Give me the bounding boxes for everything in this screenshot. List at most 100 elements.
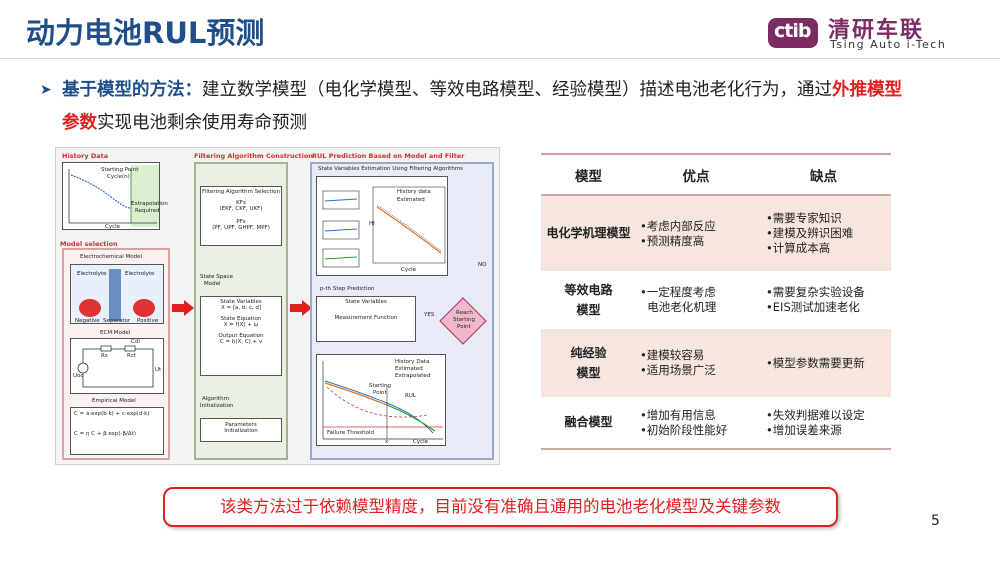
model-name-text: 纯经验模型: [570, 346, 607, 380]
page-number: 5: [931, 513, 940, 529]
row-pros: •考虑内部反应 •预测精度高: [636, 195, 756, 271]
empirical-eq1: C = a·exp(b·k) + c·exp(d·k): [74, 411, 150, 417]
rul-label: RUL: [405, 393, 416, 399]
pros-item: •一定程度考虑: [640, 285, 716, 299]
extrapolation-label: Extrapolation: [131, 201, 168, 207]
empirical-label: Empirical Model: [92, 398, 136, 404]
cycle-n-label: Cycle(n): [107, 174, 130, 180]
reach-label: Reach: [456, 310, 473, 316]
negative-label: Negative: [75, 318, 100, 324]
pred-state-variables: State Variables: [345, 299, 387, 305]
separator-bar: [109, 269, 121, 321]
point-label: Point: [457, 324, 471, 330]
filter-selection-label: Filtering Algorithm Selection: [202, 189, 280, 195]
history-chart: Starting Point Cycle(n) Extrapolation Re…: [62, 162, 168, 230]
warning-callout: 该类方法过于依赖模型精度，目前没有准确且通用的电池老化模型及关键参数: [163, 487, 838, 527]
right-arrow-icon-1: [172, 300, 194, 316]
pros-item: •考虑内部反应: [640, 218, 716, 233]
parameters-label: Parameters: [225, 422, 257, 428]
rul-estimated-legend: Estimated: [395, 366, 423, 372]
pfs-list: (PF, UPF, GHPF, MPF): [212, 225, 270, 231]
table-row: 纯经验模型 •建模较容易 •适用场景广泛 •模型参数需要更新: [541, 329, 891, 397]
initialization-label: Initialization: [200, 403, 234, 409]
model-selection-panel: Electrochemical Model Electrolyte Electr…: [62, 248, 170, 460]
failure-threshold-label: Failure Threshold: [327, 430, 374, 436]
se-equation: X = f(X) + ω: [223, 322, 259, 328]
bullet-lead: 基于模型的方法: [62, 80, 185, 100]
header-cons: 缺点: [756, 153, 891, 196]
rul-panel-title: RUL Prediction Based on Model and Filter: [312, 152, 465, 160]
starting-label: Starting: [453, 317, 475, 323]
kfs-list: (EKF, CKF, UKF): [219, 206, 263, 212]
electrochemical-label: Electrochemical Model: [80, 254, 143, 260]
pth-prediction-label: p-th Step Prediction: [320, 286, 375, 292]
bullet-text: ➤ 基于模型的方法：建立数学模型（电化学模型、等效电路模型、经验模型）描述电池老…: [40, 74, 912, 140]
cons-item: •模型参数需要更新: [766, 355, 865, 370]
estimation-box: History data Estimated Cycle HI: [316, 176, 448, 276]
estimation-plots-icon: [322, 186, 446, 268]
cons-item: •EIS测试加速老化: [766, 300, 860, 314]
rs-label: Rs: [101, 353, 108, 359]
rul-starting-label: Starting: [369, 383, 391, 389]
row-pros: •建模较容易 •适用场景广泛: [636, 329, 756, 397]
model-selection-title: Model selection: [60, 240, 118, 248]
model-label: Model: [204, 281, 221, 287]
electrolyte-label-left: Electrolyte: [77, 271, 107, 277]
reach-decision-diamond: [439, 297, 487, 345]
rct-label: Rct: [127, 353, 137, 359]
company-logo: ctib 清研车联 Tsing Auto i-Tech: [768, 12, 973, 52]
cons-item: •增加误差来源: [766, 422, 842, 437]
cdl-label: Cdl: [131, 339, 140, 345]
no-label: NO: [478, 262, 487, 268]
positive-particle-icon: [133, 299, 155, 317]
pros-item: •预测精度高: [640, 233, 705, 248]
measurement-function-label: Measurement Function: [334, 315, 398, 321]
logo-mark: ctib: [768, 18, 818, 48]
parameters-box: Parameters Initialization: [200, 418, 282, 442]
ecm-circuit-box: Uoc Rs Rct Cdl Ut: [70, 338, 164, 394]
filter-panel-title: Filtering Algorithm Construction: [194, 152, 313, 160]
rul-result-box: History Data Estimated Extrapolated Star…: [316, 354, 446, 446]
hi-axis-label: HI: [369, 221, 375, 227]
rul-cycle-label: Cycle: [413, 439, 429, 445]
filter-panel: Filtering Algorithm Selection KFs (EKF, …: [194, 162, 288, 460]
rul-panel: State Variables Estimation Using Filteri…: [310, 162, 494, 460]
prediction-box: State Variables Measurement Function: [316, 296, 416, 342]
row-model-name: 融合模型: [541, 397, 636, 450]
positive-label: Positive: [137, 318, 159, 324]
history-cycle-label: Cycle: [105, 224, 121, 230]
page-title: 动力电池RUL预测: [26, 16, 265, 50]
cons-item: •建模及辨识困难: [766, 226, 854, 240]
model-name-text: 等效电路模型: [564, 283, 613, 317]
rul-result-plot-icon: [322, 361, 443, 440]
pros-item: •增加有用信息: [640, 407, 716, 422]
estimation-cycle-label: Cycle: [401, 267, 417, 273]
ut-label: Ut: [155, 367, 162, 373]
table-row: 融合模型 •增加有用信息 •初始阶段性能好 •失效判据难以设定 •增加误差来源: [541, 397, 891, 450]
bullet-text-part1: 建立数学模型（电化学模型、等效电路模型、经验模型）描述电池老化行为，通过: [202, 80, 832, 100]
cons-item: •需要专家知识: [766, 211, 842, 225]
rul-x-label: x: [385, 439, 389, 445]
circuit-icon: [77, 345, 154, 388]
state-equation-label: State Equation: [220, 316, 262, 322]
pros-item: •初始阶段性能好: [640, 422, 728, 437]
row-cons: •需要专家知识 •建模及辨识困难 •计算成本高: [756, 195, 891, 271]
table-row: 等效电路模型 •一定程度考虑 电池老化机理 •需要复杂实验设备 •EIS测试加速…: [541, 271, 891, 329]
kfs-label: KFs: [236, 200, 246, 206]
negative-particle-icon: [79, 299, 101, 317]
rul-extrapolated-legend: Extrapolated: [395, 373, 431, 379]
sv-estimation-label: State Variables Estimation Using Filteri…: [318, 166, 464, 172]
row-model-name: 电化学机理模型: [541, 195, 636, 271]
row-pros: •一定程度考虑 电池老化机理: [636, 271, 756, 329]
history-curve-icon: [68, 165, 159, 227]
table-row: 电化学机理模型 •考虑内部反应 •预测精度高 •需要专家知识 •建模及辨识困难 …: [541, 195, 891, 271]
separator-label: Separator: [103, 318, 131, 324]
row-model-name: 纯经验模型: [541, 329, 636, 397]
bullet-colon: ：: [184, 80, 203, 100]
state-space-label: State Space: [200, 274, 234, 280]
required-label: Required: [135, 208, 160, 214]
row-model-name: 等效电路模型: [541, 271, 636, 329]
state-space-box: State Variables X = [a, b, c, d] State E…: [200, 296, 282, 376]
table-header-row: 模型 优点 缺点: [541, 153, 891, 196]
pros-item: •适用场景广泛: [640, 363, 716, 377]
